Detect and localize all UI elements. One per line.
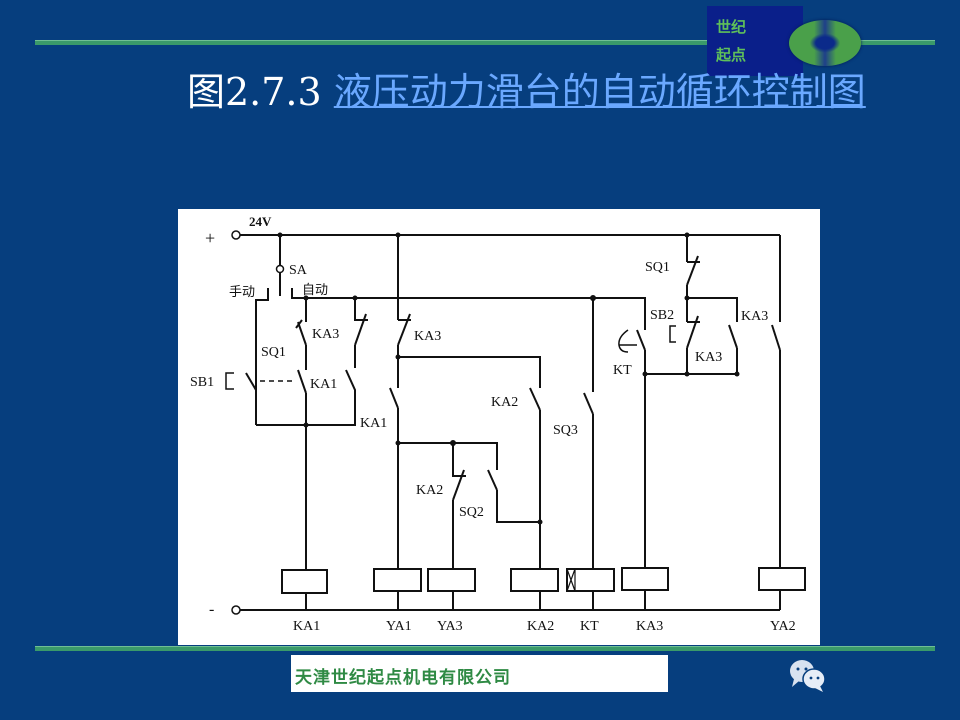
voltage-label: 24V: [249, 214, 272, 229]
label-ka3-c: KA3: [695, 350, 722, 365]
label-kt: KT: [613, 363, 632, 378]
logo-text-line1: 世纪: [716, 18, 747, 36]
coil-ya2: [758, 567, 806, 591]
logo-emblem: [789, 20, 861, 66]
label-ka2-b: KA2: [416, 483, 443, 498]
company-name: 天津世纪起点机电有限公司: [295, 668, 511, 688]
coil-label-ka2: KA2: [527, 619, 554, 634]
coil-ka1: [281, 569, 328, 594]
label-sb1: SB1: [190, 375, 214, 390]
page-title: 图2.7.3 液压动力滑台的自动循环控制图: [187, 66, 907, 118]
top-rule-left: [35, 40, 707, 45]
coil-label-ya3: YA3: [437, 619, 463, 634]
manual-label: 手动: [229, 284, 255, 299]
coil-label-ka3: KA3: [636, 619, 663, 634]
label-ka3-b: KA3: [414, 329, 441, 344]
coil-ka2: [510, 568, 559, 592]
coil-ka3: [621, 567, 669, 591]
label-sb2: SB2: [650, 308, 674, 323]
coil-label-ka1: KA1: [293, 619, 320, 634]
label-ka1-a: KA1: [310, 377, 337, 392]
sa-label: SA: [289, 263, 308, 278]
top-rule-right: [850, 40, 935, 45]
coil-label-ya2: YA2: [770, 619, 796, 634]
coil-label-kt: KT: [580, 619, 599, 634]
auto-label: 自动: [302, 282, 328, 297]
title-link[interactable]: 液压动力滑台的自动循环控制图: [333, 70, 866, 114]
diagram-background: [178, 209, 820, 645]
minus-label: -: [209, 601, 214, 618]
coil-label-ya1: YA1: [386, 619, 412, 634]
label-sq2: SQ2: [459, 505, 484, 520]
label-ka3-d: KA3: [741, 309, 768, 324]
wechat-icon: [790, 660, 826, 692]
label-ka2-a: KA2: [491, 395, 518, 410]
coil-ya3: [427, 568, 476, 592]
coil-ya1: [373, 568, 422, 592]
label-sq3: SQ3: [553, 423, 578, 438]
coil-kt: [566, 568, 615, 592]
title-prefix: 图2.7.3: [187, 70, 334, 114]
label-sq1-left: SQ1: [261, 345, 286, 360]
logo-text-line2: 起点: [716, 46, 747, 64]
label-ka3-a: KA3: [312, 327, 339, 342]
label-sq1-right: SQ1: [645, 260, 670, 275]
label-ka1-b: KA1: [360, 416, 387, 431]
logo: [707, 6, 803, 76]
company-banner: 天津世纪起点机电有限公司: [291, 655, 668, 692]
bottom-rule: [35, 646, 935, 651]
plus-label: +: [205, 228, 215, 248]
